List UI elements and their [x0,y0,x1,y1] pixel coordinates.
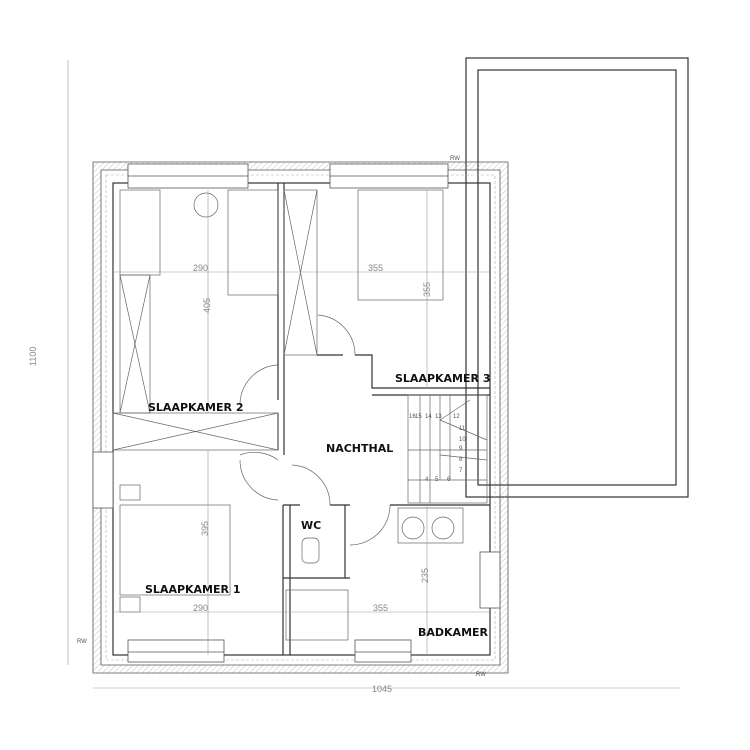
room-label-wc: WC [301,519,321,532]
room-label-slaapkamer-2: SLAAPKAMER 2 [148,401,243,414]
dim-sk2-depth: 405 [202,298,212,313]
room-label-nachthal: NACHTHAL [326,442,393,455]
dimension-lines [67,60,680,689]
stair-step-number: 11 [459,426,466,432]
room-label-slaapkamer-1: SLAAPKAMER 1 [145,583,240,596]
dim-sk3-width: 355 [368,263,383,273]
stair-step-number: 6 [447,477,451,483]
dim-bath-width: 355 [373,603,388,613]
dim-overall-height: 1100 [28,347,38,366]
rainwater-label: RW [476,672,486,678]
door-swings [239,314,391,546]
stair-step-number: 15 [415,414,422,420]
rainwater-label: RW [450,156,460,162]
stair-step-number: 5 [435,477,439,483]
room-label-slaapkamer-3: SLAAPKAMER 3 [395,372,490,385]
windows [92,163,501,663]
interior-walls [112,183,490,655]
stair-step-number: 7 [459,468,463,474]
dim-sk1-width: 290 [193,603,208,613]
dim-sk1-depth: 395 [200,521,210,536]
stair-step-number: 14 [425,414,432,420]
stair-step-number: 16 [409,414,416,420]
stair-step-numbers: 16 15 14 13 12 11 10 9 8 7 4 5 6 [409,414,466,483]
dim-bath-depth: 235 [420,568,430,583]
stair-step-number: 4 [425,477,429,483]
stair-step-number: 8 [459,457,463,463]
dim-sk2-width: 290 [193,263,208,273]
rainwater-label: RW [77,639,87,645]
stair-step-number: 12 [453,414,460,420]
stair-step-number: 13 [435,414,442,420]
terrace [465,57,689,498]
exterior-walls [92,161,509,674]
stair-step-number: 10 [459,437,466,443]
stair-step-number: 9 [459,446,463,452]
dim-overall-width: 1045 [372,684,392,694]
dim-sk3-depth: 355 [422,282,432,297]
room-label-badkamer: BADKAMER [418,626,489,639]
